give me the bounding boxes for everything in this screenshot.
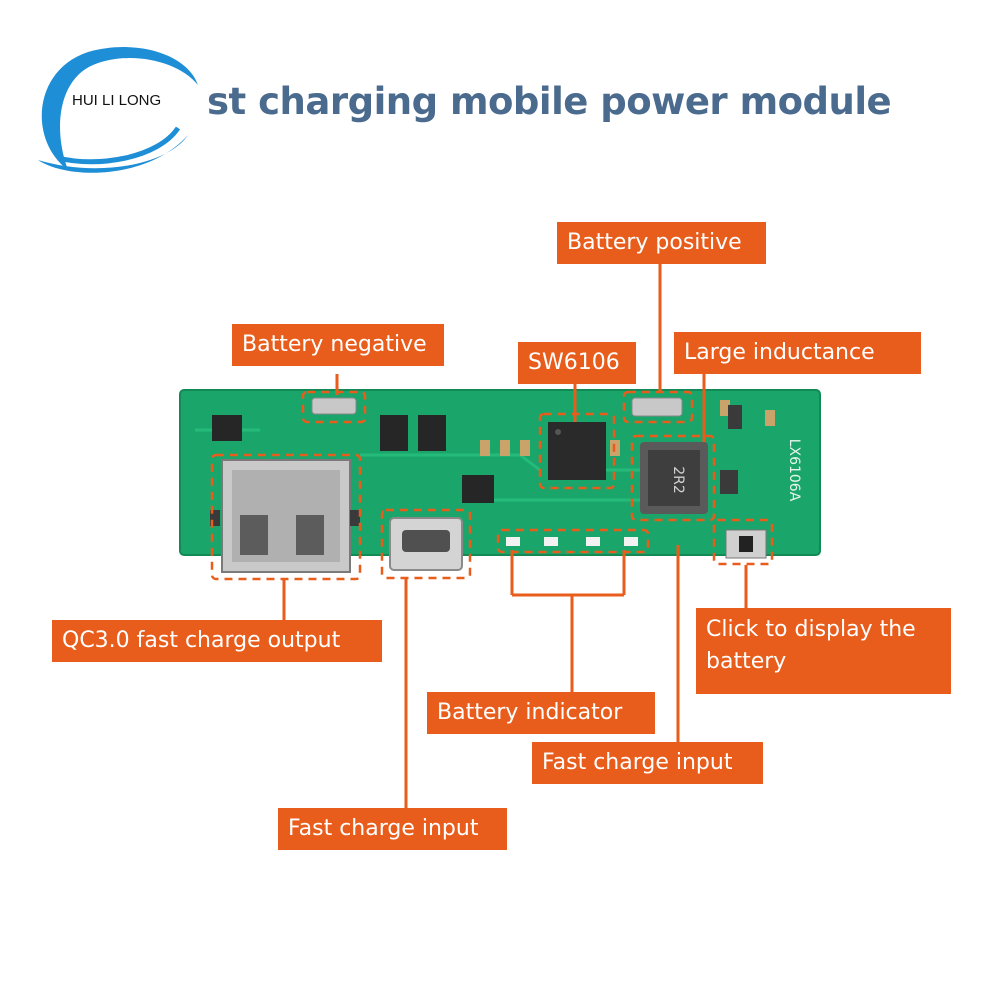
label-click-display: Click to display the battery xyxy=(696,608,951,694)
logo-swirl xyxy=(38,47,198,173)
page-title: st charging mobile power module xyxy=(207,80,892,123)
label-battery-positive: Battery positive xyxy=(557,222,766,264)
label-qc-output: QC3.0 fast charge output xyxy=(52,620,382,662)
label-battery-negative: Battery negative xyxy=(232,324,444,366)
board-silkscreen: LX6106A xyxy=(786,439,802,502)
logo-text: HUI LI LONG xyxy=(72,92,162,109)
label-sw6106: SW6106 xyxy=(518,342,636,384)
inductor-mark: 2R2 xyxy=(670,466,686,494)
label-fast-charge-input-left: Fast charge input xyxy=(278,808,507,850)
label-large-inductance: Large inductance xyxy=(674,332,921,374)
label-fast-charge-input-right: Fast charge input xyxy=(532,742,763,784)
label-battery-indicator: Battery indicator xyxy=(427,692,655,734)
